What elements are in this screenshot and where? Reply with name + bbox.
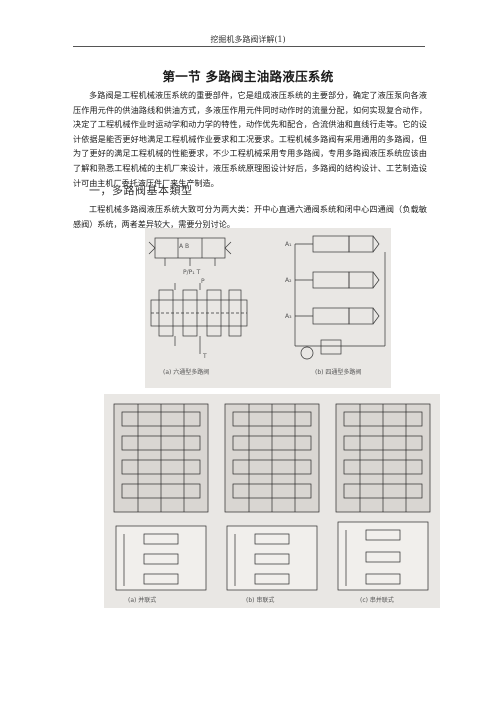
intro-paragraph: 多路阀是工程机械液压系统的重要部件，它是组成液压系统的主要部分，确定了液压泵向各… — [73, 90, 427, 188]
subheading-paragraph: 工程机械多路阀液压系统大致可分为两大类：开中心直通六通阀系统和闭中心四通阀（负载… — [73, 204, 427, 229]
header-rule — [73, 46, 425, 47]
figure-bottom-caption-b: (b) 串联式 — [246, 596, 274, 604]
figure-bottom-caption-a: (a) 并联式 — [128, 596, 156, 604]
six-way-valve-section: P T — [150, 278, 248, 360]
svg-text:A₁: A₁ — [285, 241, 292, 248]
series-schematic — [226, 525, 318, 591]
valve-type-figure: A B P/P₁ T P T (a) 六通型多路阀 — [145, 228, 391, 388]
six-way-valve-symbol: A B P/P₁ T — [148, 237, 232, 276]
series-parallel-valve-section — [335, 403, 431, 513]
figure-top-caption-a: (a) 六通型多路阀 — [163, 368, 209, 376]
series-valve-section — [224, 403, 320, 513]
section-title: 第一节 多路阀主油路液压系统 — [162, 69, 334, 84]
figure-bottom-caption-c: (c) 串并联式 — [360, 596, 394, 604]
svg-text:P/P₁ T: P/P₁ T — [183, 269, 201, 276]
svg-text:A₂: A₂ — [285, 277, 292, 284]
four-way-valve-system: A₁ A₂ A₃ — [285, 235, 386, 360]
svg-text:P: P — [201, 278, 205, 285]
subheading: 一，多路阀基本類型 — [89, 184, 193, 197]
figure-top-caption-b: (b) 四通型多路阀 — [315, 368, 361, 376]
parallel-schematic — [115, 525, 207, 591]
series-parallel-schematic — [337, 521, 429, 591]
symbol-ports-label: A B — [179, 243, 189, 250]
page-header: 挖掘机多路阀详解(1) — [210, 35, 286, 44]
svg-text:A₃: A₃ — [285, 313, 292, 320]
parallel-valve-section — [113, 403, 209, 513]
svg-text:T: T — [202, 353, 207, 360]
valve-connection-figure: (a) 并联式 (b) 串联式 (c) 串并联式 — [104, 394, 440, 608]
